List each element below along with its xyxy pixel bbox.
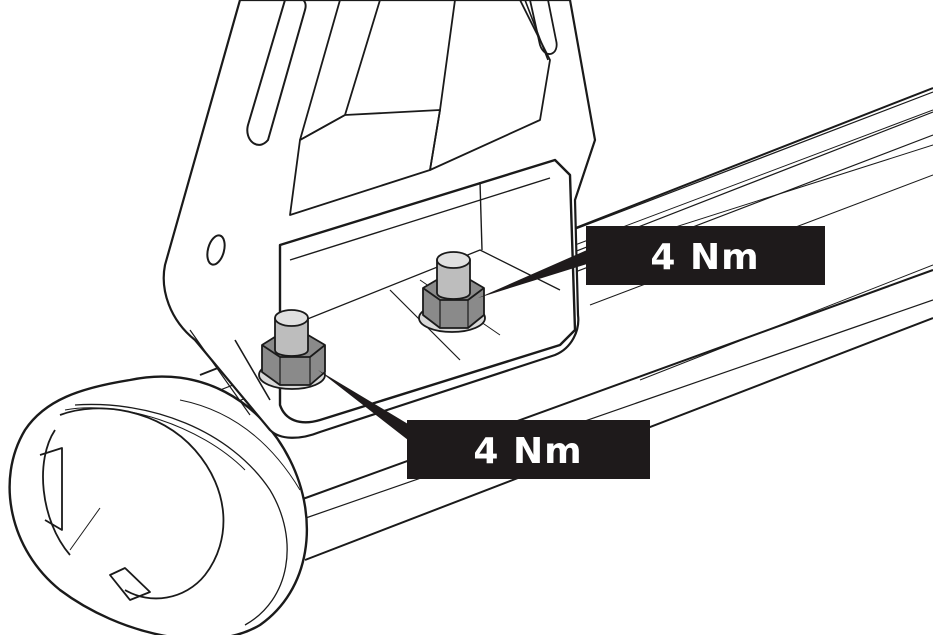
torque-label-text: 4 Nm <box>650 237 759 278</box>
torque-label-box <box>407 420 650 479</box>
leader-lines <box>318 250 587 440</box>
torque-label-text: 4 Nm <box>473 431 582 472</box>
torque-callout-right: 4 Nm <box>586 226 825 285</box>
torque-label-box <box>586 226 825 285</box>
torque-callout-left: 4 Nm <box>407 420 650 479</box>
bolt-right <box>418 251 486 333</box>
leader-line-left <box>318 370 408 440</box>
bolt-left <box>258 309 326 390</box>
leader-line-right <box>478 250 587 298</box>
bracket <box>162 0 597 439</box>
